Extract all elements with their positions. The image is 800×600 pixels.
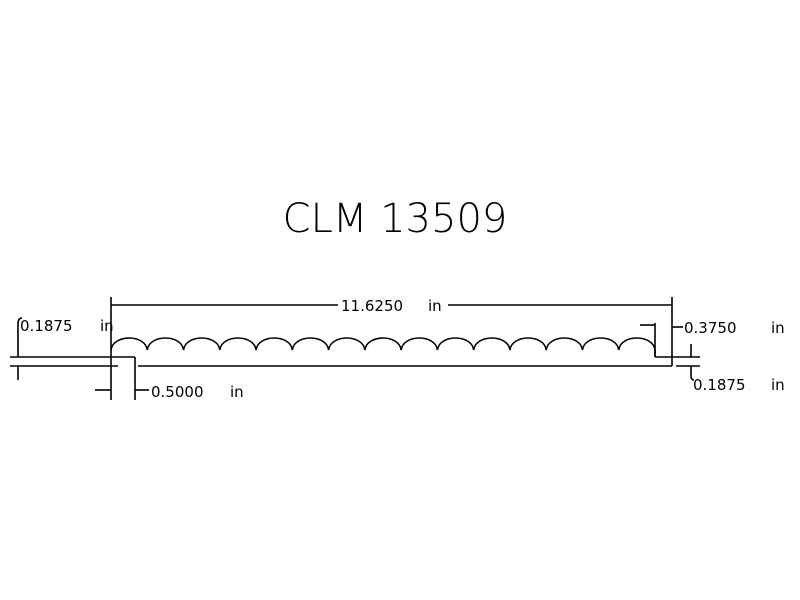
left-thickness-value: 0.1875 (20, 317, 73, 335)
left-notch-unit: in (230, 383, 244, 401)
left-thickness-dimension: 0.1875 in (10, 317, 118, 380)
left-notch-value: 0.5000 (151, 383, 204, 401)
right-thickness-unit: in (771, 376, 785, 394)
overall-length-value: 11.6250 (341, 297, 403, 315)
overall-length-unit: in (428, 297, 442, 315)
right-thickness-value: 0.1875 (693, 376, 746, 394)
right-thickness-dimension: 0.1875 in (672, 344, 785, 394)
left-thickness-unit: in (100, 317, 114, 335)
left-notch-dimension: 0.5000 in (95, 383, 244, 401)
overall-length-dimension: 11.6250 in (110, 297, 673, 400)
drawing-title: CLM 13509 (283, 196, 508, 242)
right-height-dimension: 0.3750 in (672, 319, 785, 337)
right-height-value: 0.3750 (684, 319, 737, 337)
scallop-profile-line (110, 337, 656, 357)
molding-profile (110, 323, 672, 400)
right-height-unit: in (771, 319, 785, 337)
